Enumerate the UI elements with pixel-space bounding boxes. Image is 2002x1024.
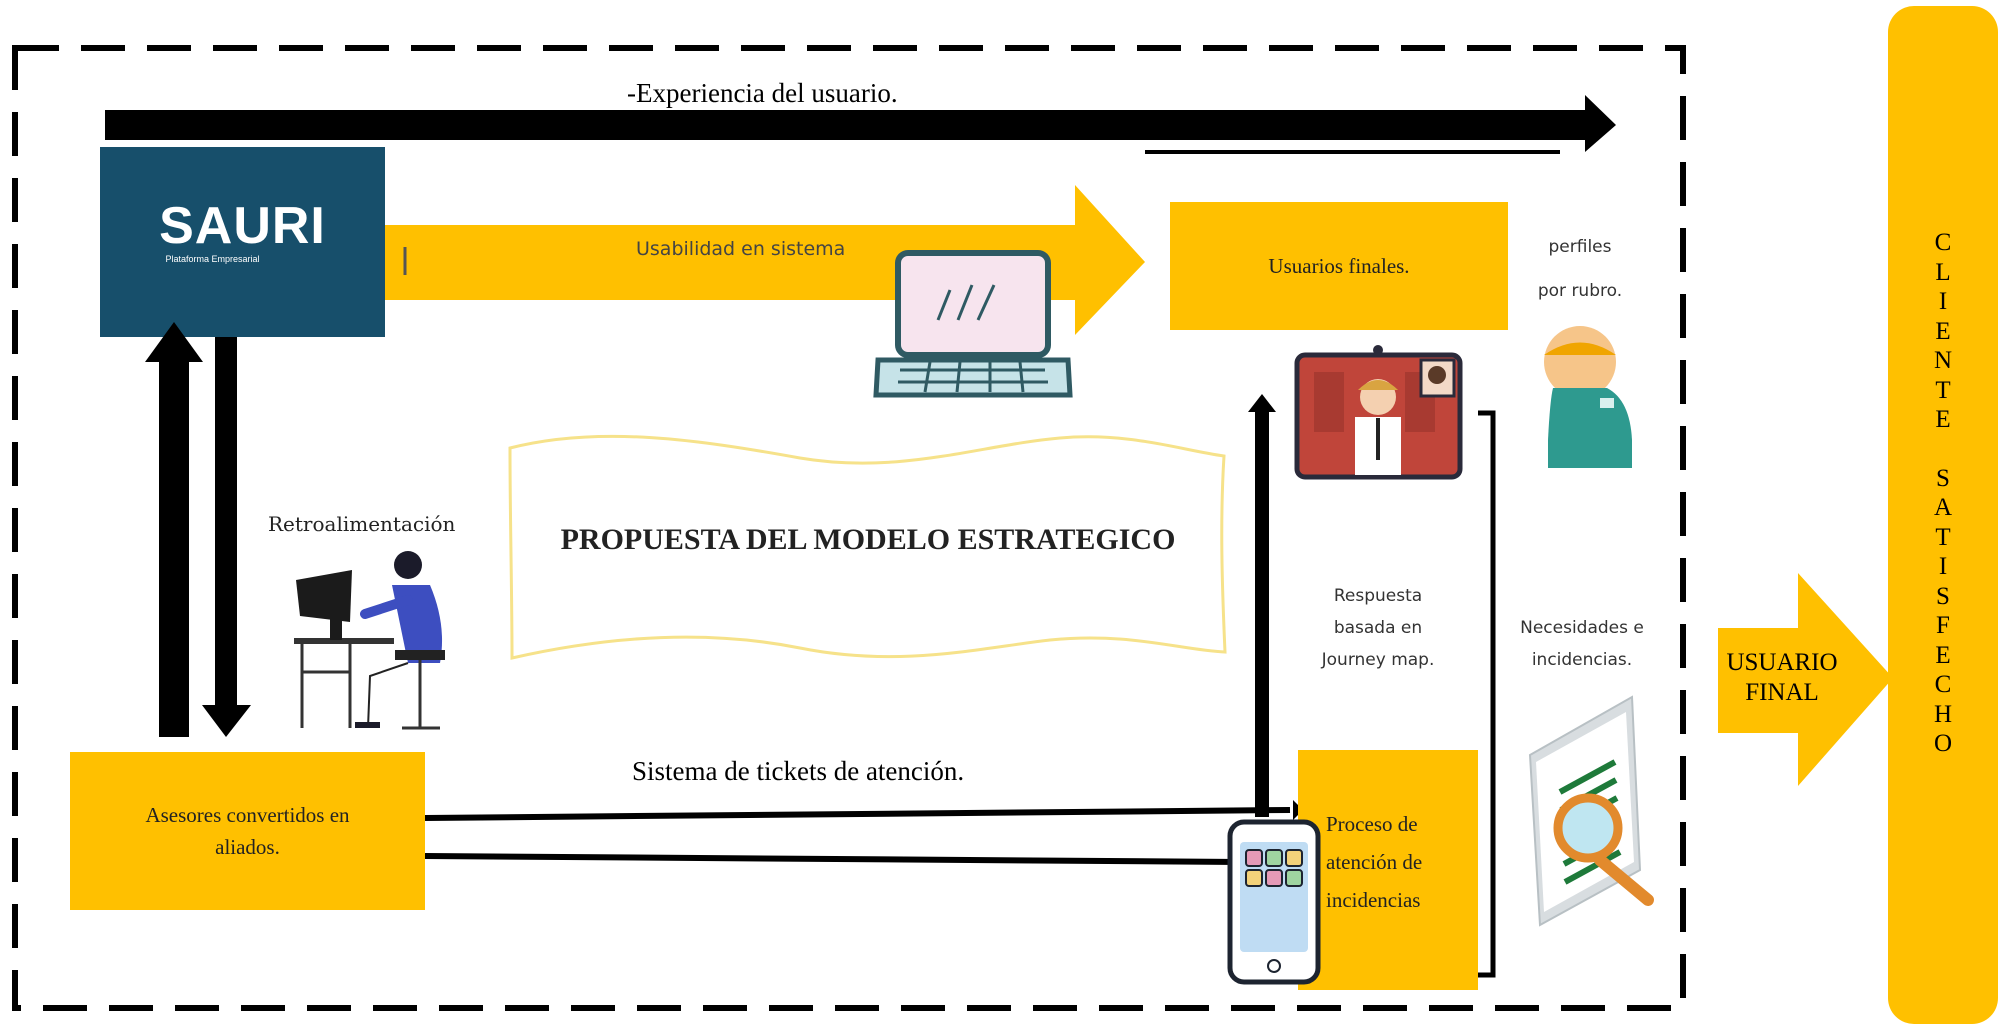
vertical-letter: A	[1933, 494, 1953, 521]
vertical-letter: I	[1938, 288, 1948, 315]
proceso-line3: incidencias	[1326, 888, 1421, 912]
vertical-letter: T	[1935, 523, 1951, 551]
vertical-letter: C	[1934, 671, 1952, 698]
document-magnifier-icon	[1528, 695, 1654, 927]
up-arrow-right	[1248, 394, 1276, 817]
vertical-letter: L	[1935, 258, 1951, 286]
respuesta-label: Respuesta basada en Journey map.	[1318, 580, 1438, 676]
necesidades-line2: incidencias.	[1531, 650, 1633, 670]
strategy-banner	[508, 434, 1227, 660]
tickets-label: Sistema de tickets de atención.	[632, 756, 965, 786]
perfiles-line2: por rubro.	[1537, 281, 1623, 301]
laptop-icon	[873, 250, 1073, 398]
vertical-letter: F	[1936, 612, 1950, 639]
asesores-box	[70, 752, 425, 910]
tickets-return-line	[424, 853, 1241, 865]
proceso-label: Proceso de atención de incidencias	[1326, 805, 1476, 919]
cliente-word-gap	[1888, 435, 1998, 464]
person-at-computer-icon	[294, 551, 445, 730]
vertical-letter: I	[1938, 553, 1948, 580]
asesores-label: Asesores convertidos en aliados.	[70, 752, 425, 910]
vertical-letter: O	[1933, 730, 1953, 757]
worker-icon	[1544, 326, 1632, 468]
dashed-frame	[12, 45, 1686, 1011]
usuarios-finales-box	[1170, 202, 1508, 330]
vertical-letter: E	[1935, 406, 1951, 433]
smartphone-icon	[1227, 819, 1321, 985]
usuario-final-line2: FINAL	[1745, 679, 1819, 706]
retroalimentacion-label: Retroalimentación	[268, 512, 456, 536]
banner-title: PROPUESTA DEL MODELO ESTRATEGICO	[560, 523, 1176, 556]
vertical-letter: S	[1936, 582, 1950, 610]
sauri-logo-text: SAURI	[159, 197, 326, 255]
asesores-line2: aliados.	[215, 835, 280, 859]
necesidades-line1: Necesidades e	[1520, 618, 1644, 638]
usuario-final-label: USUARIO FINAL	[1712, 648, 1852, 708]
perfiles-line1: perfiles	[1548, 237, 1612, 257]
proceso-line1: Proceso de	[1326, 812, 1418, 836]
respuesta-line1: Respuesta	[1333, 586, 1423, 606]
cliente-satisfecho-bar	[1888, 6, 1998, 1024]
vertical-letter: E	[1935, 317, 1951, 345]
experience-label: -Experiencia del usuario.	[627, 78, 898, 108]
necesidades-label: Necesidades e incidencias.	[1512, 612, 1652, 676]
vertical-letter: H	[1933, 700, 1953, 728]
proceso-box	[1298, 750, 1478, 990]
vertical-letter: S	[1936, 464, 1950, 492]
vertical-letter: N	[1933, 347, 1953, 374]
respuesta-line2: basada en	[1333, 618, 1423, 638]
experience-arrow	[105, 95, 1616, 152]
usuarios-finales-label: Usuarios finales.	[1268, 253, 1410, 278]
usuario-final-line1: USUARIO	[1726, 649, 1838, 676]
tickets-arrow	[424, 800, 1303, 821]
sauri-logo-box	[100, 147, 385, 337]
usability-label: Usabilidad en sistema	[636, 238, 846, 260]
sauri-logo: SAURI Plataforma Empresarial	[100, 200, 385, 264]
asesores-line1: Asesores convertidos en	[145, 803, 350, 827]
vertical-letter: C	[1934, 229, 1952, 256]
perfiles-label: perfiles por rubro.	[1530, 225, 1630, 313]
respuesta-line3: Journey map.	[1321, 650, 1435, 670]
vertical-letter: T	[1935, 376, 1951, 404]
sauri-logo-subtext: Plataforma Empresarial	[165, 254, 260, 264]
video-call-icon	[1294, 345, 1463, 480]
down-arrow-left	[202, 337, 251, 737]
usuario-final-arrow	[1718, 573, 1893, 786]
vertical-letter: E	[1935, 641, 1951, 669]
proceso-line2: atención de	[1326, 850, 1423, 874]
up-arrow-left	[145, 322, 203, 737]
